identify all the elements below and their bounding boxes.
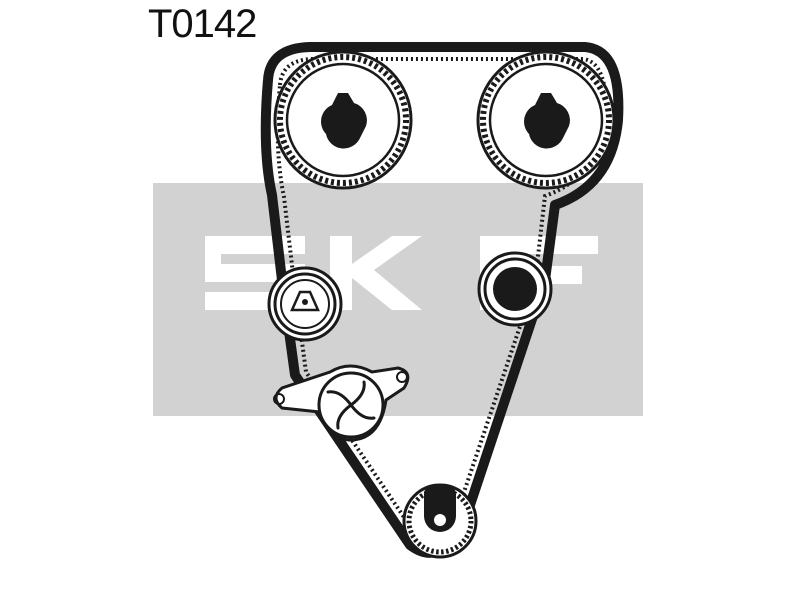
left-cam-hub-icon bbox=[321, 93, 367, 149]
belt-outline bbox=[260, 42, 624, 558]
part-number-title: T0142 bbox=[148, 2, 257, 46]
tensioner-pulley bbox=[267, 266, 343, 342]
water-pump bbox=[273, 364, 410, 442]
idler-pulley bbox=[477, 251, 553, 327]
crankshaft-sprocket bbox=[402, 483, 478, 559]
right-cam-hub-icon bbox=[524, 93, 570, 149]
crank-hub-icon bbox=[424, 486, 456, 532]
camshaft-sprocket-left bbox=[273, 50, 413, 190]
camshaft-sprocket-right bbox=[476, 50, 616, 190]
water-pump-impeller-icon bbox=[326, 380, 376, 430]
